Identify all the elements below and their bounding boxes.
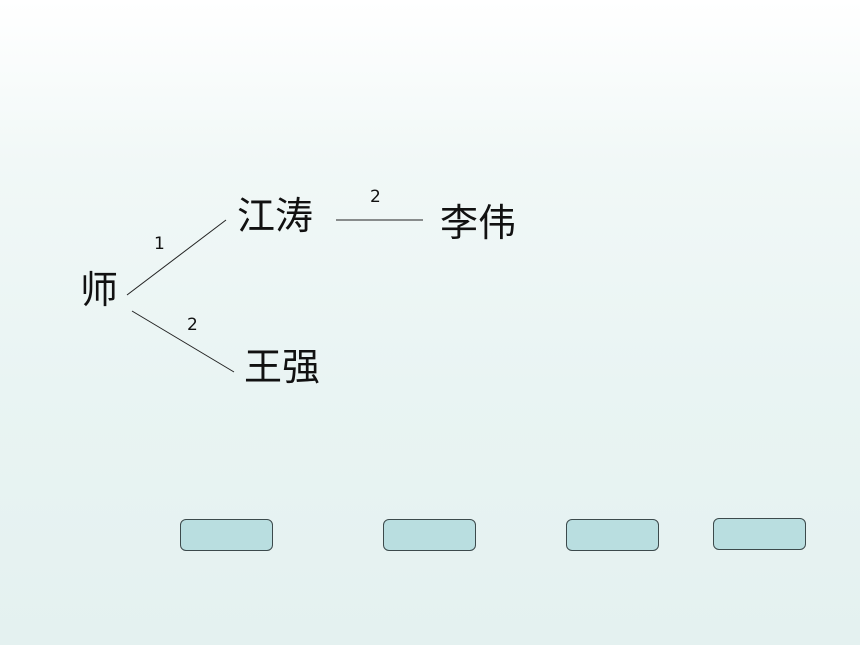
- node-child-b: 王强: [244, 345, 321, 389]
- answer-box-3[interactable]: [566, 519, 659, 551]
- node-grandchild: 李伟: [440, 201, 517, 245]
- edge-line-root-to-a: [126, 219, 227, 296]
- edge-label-root-to-a: 1: [154, 234, 165, 254]
- answer-box-4[interactable]: [713, 518, 806, 550]
- edge-label-a-to-grandchild: 2: [370, 187, 381, 207]
- node-child-a: 江涛: [237, 194, 314, 238]
- answer-box-1[interactable]: [180, 519, 273, 551]
- node-root: 师: [80, 268, 119, 312]
- answer-box-2[interactable]: [383, 519, 476, 551]
- edge-label-root-to-b: 2: [187, 315, 198, 335]
- edge-line-root-to-b: [131, 310, 235, 373]
